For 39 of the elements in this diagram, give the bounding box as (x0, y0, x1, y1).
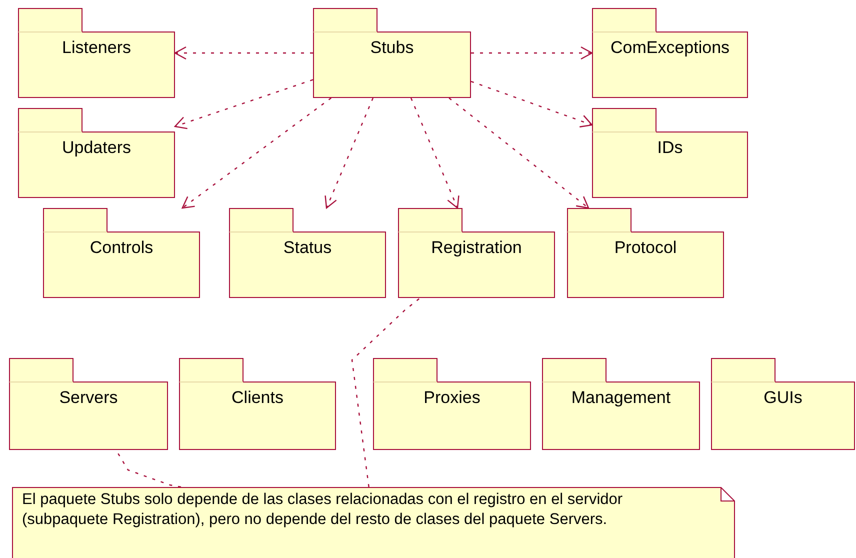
package-folder (542, 358, 700, 450)
dependency-arrow (182, 98, 332, 209)
package-folder (313, 8, 471, 98)
dependency-arrow (470, 80, 593, 128)
package-name: Clients (232, 388, 284, 408)
package-name: Controls (90, 238, 154, 258)
dependency-arrow (448, 98, 590, 209)
dependency-arrow (174, 46, 313, 60)
package-name: Updaters (62, 138, 131, 158)
package-folder (592, 108, 748, 198)
package-folder (373, 358, 531, 450)
package-folder (229, 208, 386, 298)
package-folder (179, 358, 336, 450)
package-folder (592, 8, 748, 98)
note-text: El paquete Stubs solo depende de las clases relacionadas con el registro en el servidor (subpaquete Registration), pero no depende del resto de clases del paquete Servers. (22, 490, 624, 530)
package-folder (43, 208, 200, 298)
package-name: GUIs (764, 388, 802, 408)
package-folder (567, 208, 724, 298)
dependency-arrow (471, 46, 593, 60)
package-name: Proxies (424, 388, 480, 408)
package-folder (711, 358, 855, 450)
package-name: Stubs (370, 38, 414, 58)
package-folder (18, 108, 175, 198)
package-folder (398, 208, 555, 298)
dependency-arrow (324, 98, 374, 209)
package-name: ComExceptions (610, 38, 730, 58)
package-name: Registration (431, 238, 522, 258)
note (12, 487, 735, 557)
package-name: Servers (59, 388, 118, 408)
package-name: Management (571, 388, 671, 408)
package-name: Listeners (62, 38, 131, 58)
package-name: Protocol (614, 238, 677, 258)
note-link (351, 298, 420, 488)
package-name: Status (283, 238, 332, 258)
dependency-arrow (174, 79, 314, 130)
dependency-arrow (410, 98, 460, 209)
package-folder (9, 358, 168, 450)
package-name: IDs (657, 138, 683, 158)
package-folder (18, 8, 175, 98)
